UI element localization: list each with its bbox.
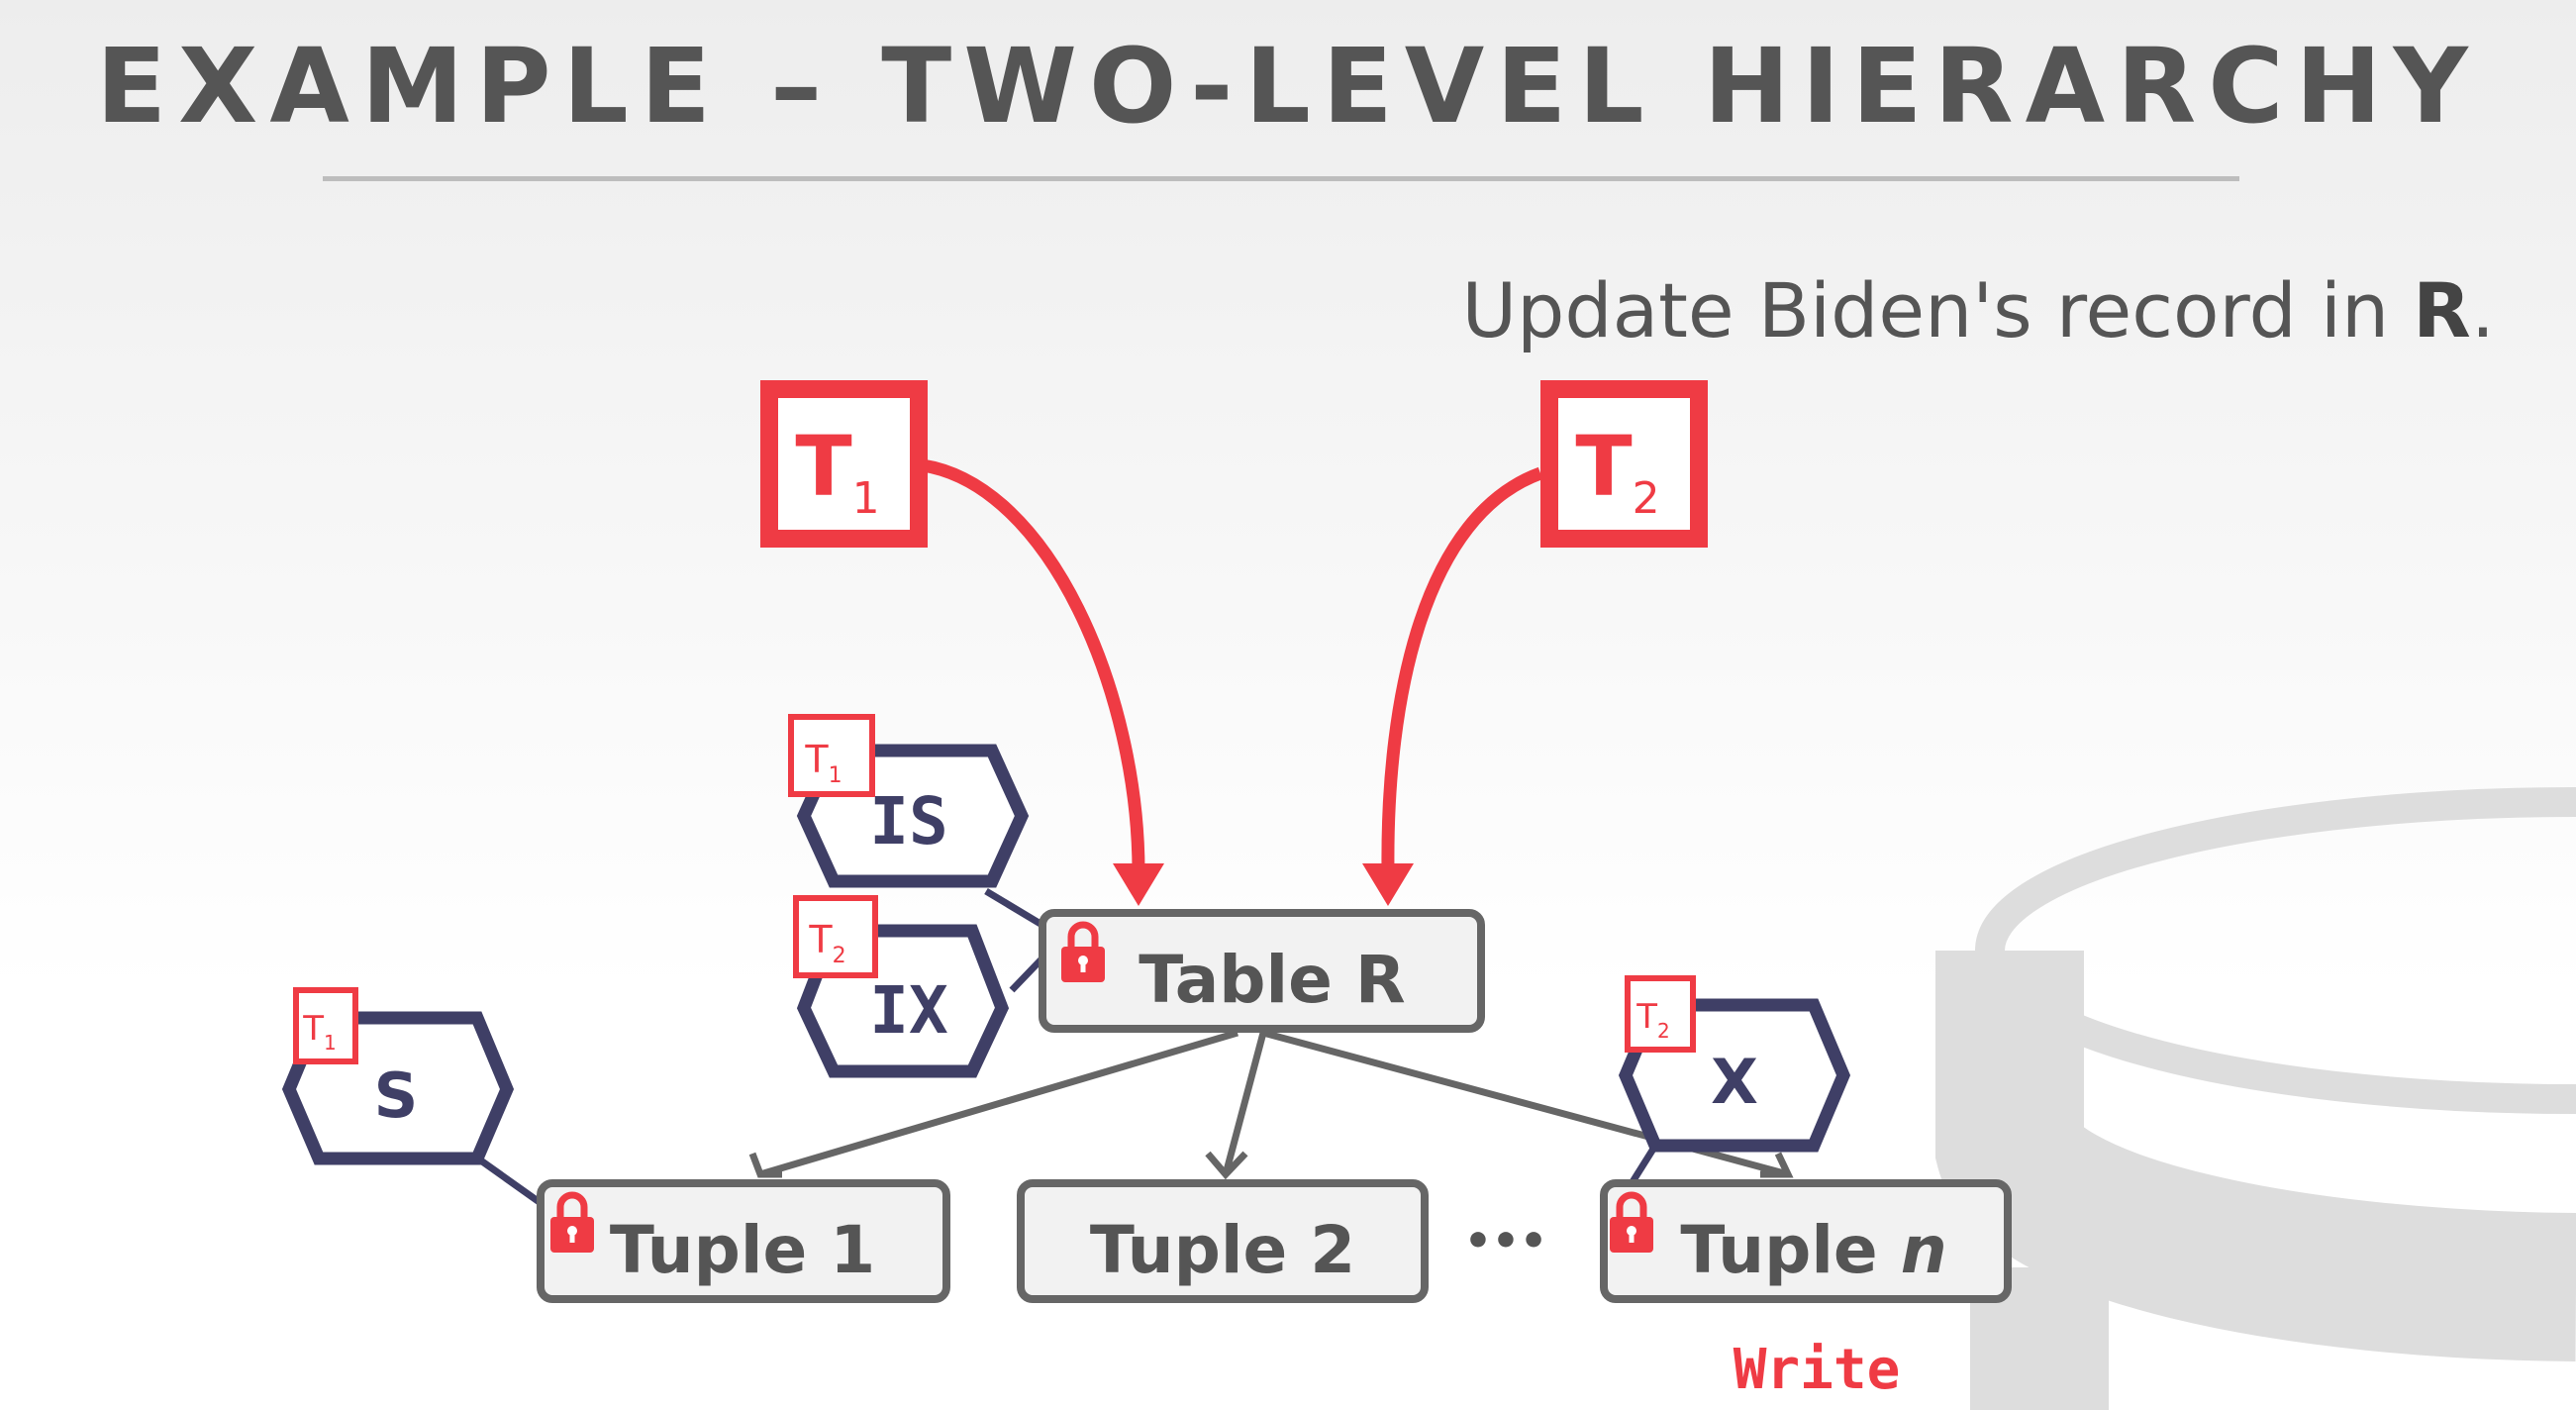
tuple-ellipsis: ••• bbox=[1464, 1216, 1547, 1266]
tuple-2-node: Tuple 2 bbox=[1017, 1179, 1429, 1303]
lock-s-mode: S bbox=[374, 1059, 419, 1132]
lock-is-mode: IS bbox=[869, 783, 947, 859]
lock-x-holder-tag: T2 bbox=[1625, 975, 1696, 1053]
svg-text:T2: T2 bbox=[1635, 997, 1670, 1043]
t2-request-arrow bbox=[1381, 466, 1543, 872]
t1-subscript: 1 bbox=[852, 473, 880, 524]
lock-ix-holder-tag: T2 bbox=[793, 895, 878, 978]
lock-x-holder-letter: T bbox=[1635, 997, 1657, 1037]
lock-s-holder-tag: T1 bbox=[293, 987, 358, 1064]
lock-ix-holder-sub: 2 bbox=[833, 944, 846, 968]
subtitle-table-name: R bbox=[2413, 266, 2471, 354]
tuple-n-label-italic: n bbox=[1901, 1212, 1947, 1288]
lock-is-holder-letter: T bbox=[804, 738, 829, 781]
tuple-1-label: Tuple 1 bbox=[610, 1212, 875, 1288]
t2-arrowhead bbox=[1362, 863, 1414, 906]
transaction-t1-box: T1 bbox=[760, 380, 928, 548]
lock-x-mode: X bbox=[1711, 1046, 1758, 1118]
subtitle-period: . bbox=[2470, 266, 2495, 354]
lock-ix-holder-letter: T bbox=[808, 918, 833, 961]
tuple-1-node: Tuple 1 bbox=[537, 1179, 950, 1303]
lock-s-holder-sub: 1 bbox=[324, 1031, 337, 1055]
tuple-2-label: Tuple 2 bbox=[1090, 1212, 1355, 1288]
write-label: Write bbox=[1734, 1338, 1901, 1402]
lock-ix-mode: IX bbox=[869, 972, 947, 1049]
tuple-n-label: Tuple n bbox=[1680, 1212, 1946, 1288]
svg-text:T1: T1 bbox=[302, 1009, 337, 1055]
table-r-node: Table R bbox=[1039, 909, 1485, 1033]
tuple-n-node: Tuple n bbox=[1600, 1179, 2012, 1303]
svg-text:T2: T2 bbox=[1575, 418, 1659, 524]
lock-is-holder-sub: 1 bbox=[829, 763, 842, 788]
svg-text:T1: T1 bbox=[804, 738, 842, 788]
subtitle-text: Update Biden's record in bbox=[1461, 266, 2414, 354]
t1-request-arrow bbox=[921, 458, 1145, 872]
slide-title: EXAMPLE – TWO-LEVEL HIERARCHY bbox=[96, 26, 2480, 147]
t2-subscript: 2 bbox=[1633, 473, 1660, 524]
tuple-n-label-text: Tuple bbox=[1680, 1212, 1900, 1288]
transaction-t2-box: T2 bbox=[1540, 380, 1708, 548]
svg-text:T1: T1 bbox=[795, 418, 879, 524]
lock-x-holder-sub: 2 bbox=[1657, 1019, 1670, 1043]
lock-is-holder-tag: T1 bbox=[788, 714, 875, 797]
table-r-label: Table R bbox=[1139, 942, 1405, 1018]
svg-text:T2: T2 bbox=[808, 918, 845, 968]
slide-subtitle: Update Biden's record in R. bbox=[1461, 265, 2495, 356]
t1-letter: T bbox=[795, 418, 851, 515]
lock-s-holder-letter: T bbox=[302, 1009, 324, 1049]
transaction-arrows bbox=[921, 458, 1543, 872]
database-watermark-icon bbox=[1935, 787, 2576, 1410]
title-underline bbox=[323, 176, 2239, 181]
t1-arrowhead bbox=[1113, 863, 1164, 906]
t2-letter: T bbox=[1575, 418, 1632, 515]
